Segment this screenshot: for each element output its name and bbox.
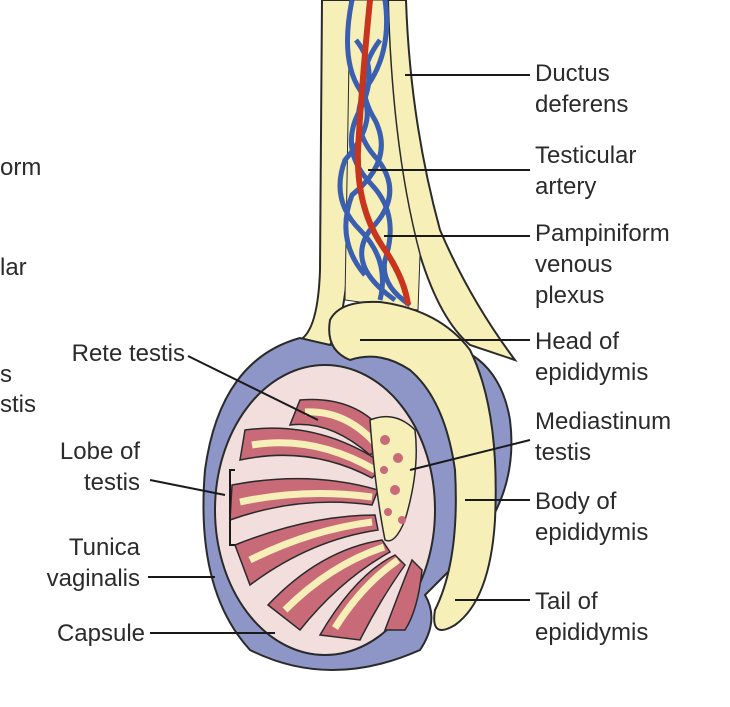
label-cut-lar: lar [0, 252, 27, 283]
spermatic-cord [300, 0, 515, 360]
label-head-of-epididymis: Head of epididymis [535, 326, 648, 388]
label-rete-testis: Rete testis [20, 338, 185, 369]
label-tunica-vaginalis: Tunica vaginalis [0, 532, 140, 594]
label-cut-orm: orm [0, 152, 41, 183]
label-mediastinum-testis: Mediastinum testis [535, 406, 671, 468]
label-lobe-of-testis: Lobe of testis [0, 436, 140, 498]
label-capsule: Capsule [0, 618, 145, 649]
label-ductus-deferens: Ductus deferens [535, 58, 628, 120]
label-testicular-artery: Testicular artery [535, 140, 636, 202]
label-cut-stis: s stis [0, 360, 36, 420]
label-body-of-epididymis: Body of epididymis [535, 486, 648, 548]
label-tail-of-epididymis: Tail of epididymis [535, 586, 648, 648]
label-pampiniform-venous-plexus: Pampiniform venous plexus [535, 218, 670, 311]
